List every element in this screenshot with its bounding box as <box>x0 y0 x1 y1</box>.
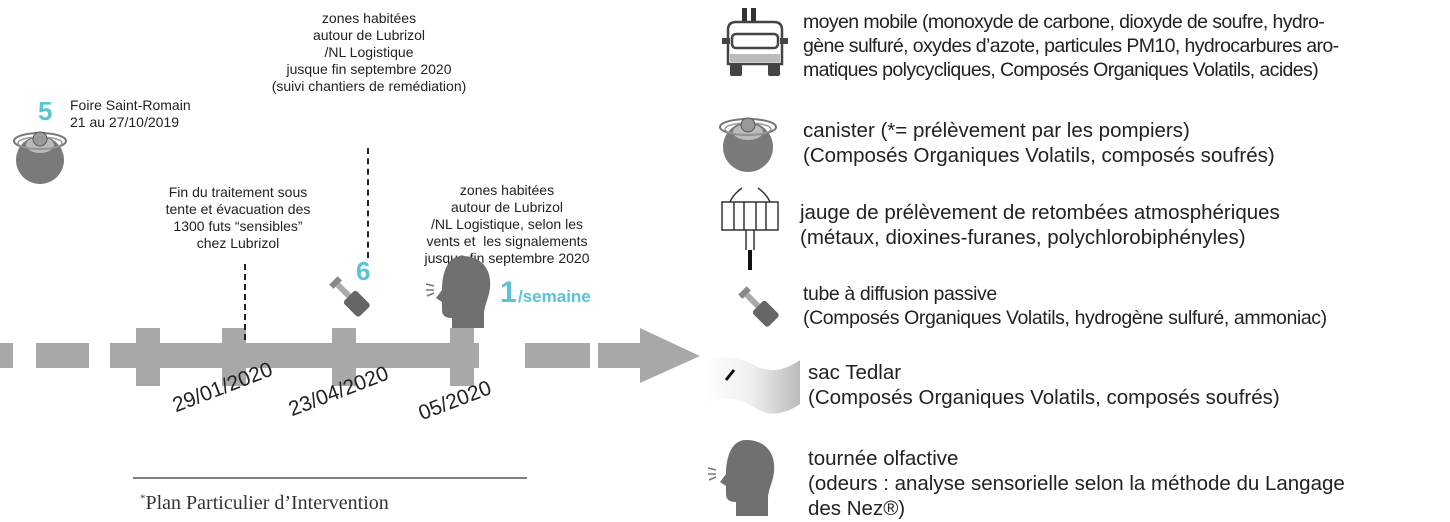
timeline-dash <box>525 343 590 368</box>
tedlar-bag-icon <box>704 357 800 414</box>
legend-mobile-label: moyen mobile (monoxyde de carbone, dioxy… <box>803 11 1339 81</box>
timeline-arrow <box>598 328 700 383</box>
event-fin-traitement-label: Fin du traitement sous tente et évacuati… <box>165 184 311 251</box>
timeline-dash <box>160 343 222 368</box>
frequency-number: 1 <box>500 276 517 309</box>
legend-gauge-label: jauge de prélèvement de retombées atmosp… <box>800 201 1280 249</box>
canister-icon <box>719 117 777 172</box>
diffusion-tube-icon <box>738 286 779 327</box>
footnote: *Plan Particulier d’Intervention <box>140 492 389 514</box>
legend-canister-label: canister (*= prélèvement par les pompier… <box>803 119 1275 167</box>
olfactory-head-icon <box>425 256 491 328</box>
connector-line <box>244 264 246 340</box>
legend-tube-label: tube à diffusion passive (Composés Organ… <box>803 283 1327 329</box>
frequency-unit: /semaine <box>518 287 591 306</box>
event-olfactive-label: zones habitées autour de Lubrizol /NL Lo… <box>424 182 590 266</box>
legend-olfactive-label: tournée olfactive (odeurs : analyse sens… <box>808 447 1345 520</box>
timeline-cross <box>332 328 356 386</box>
mobile-vehicle-icon <box>722 8 788 76</box>
timeline-cross <box>450 328 474 386</box>
connector-line <box>367 148 369 258</box>
event-foire-label: Foire Saint-Romain 21 au 27/10/2019 <box>70 97 191 130</box>
event-badge-5: 5 <box>38 96 53 126</box>
gauge-icon <box>721 187 779 270</box>
canister-icon <box>13 131 67 184</box>
timeline-cross <box>222 328 246 386</box>
timeline-cross <box>136 328 160 386</box>
diffusion-tube-icon <box>329 276 370 317</box>
timeline-dash <box>110 343 136 368</box>
timeline-dash <box>36 343 89 368</box>
legend-tedlar-label: sac Tedlar (Composés Organiques Volatils… <box>808 361 1280 409</box>
timeline-dash <box>0 343 13 368</box>
tube-count-badge: 6 <box>356 256 371 286</box>
event-remediation-label: zones habitées autour de Lubrizol /NL Lo… <box>271 10 467 94</box>
olfactory-head-icon <box>707 440 775 516</box>
